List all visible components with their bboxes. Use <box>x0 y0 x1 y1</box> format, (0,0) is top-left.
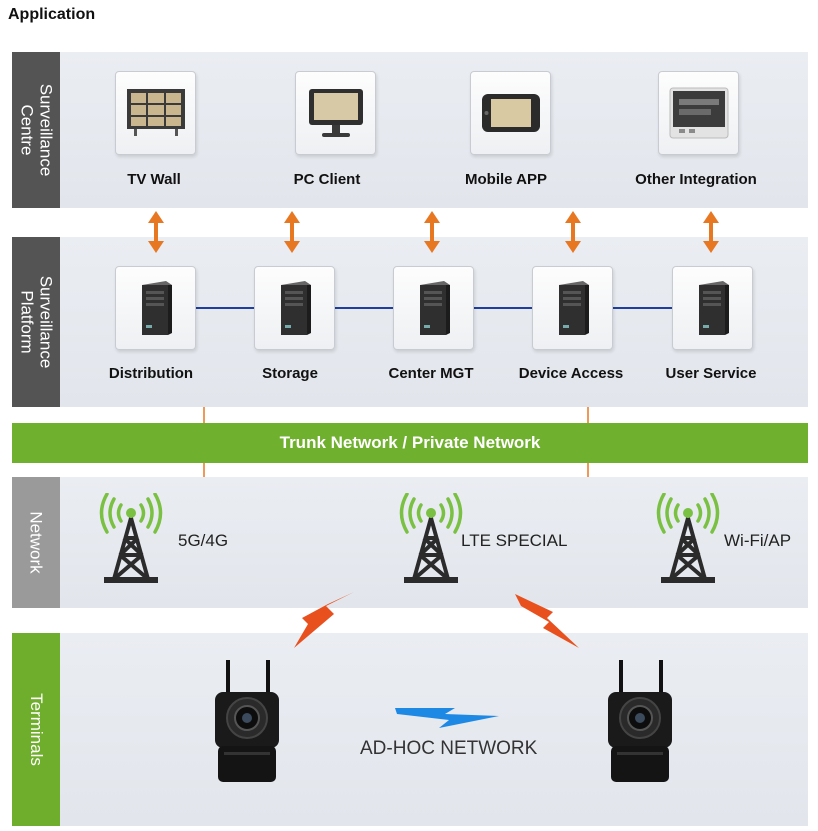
arrow-user-service <box>703 211 719 253</box>
lightning-bolt-icon <box>515 594 579 648</box>
distribution-label: Distribution <box>108 365 194 382</box>
antenna-tower-icon <box>399 493 463 583</box>
other-integration-card <box>658 71 739 155</box>
vertical-arrows <box>148 211 719 253</box>
user-service-label: User Service <box>665 365 757 382</box>
center-mgt-label: Center MGT <box>388 365 474 382</box>
mobile-app-label: Mobile APP <box>465 171 547 188</box>
server-icon <box>280 281 311 335</box>
center-mgt-card <box>393 266 474 350</box>
terminals-label: Terminals <box>12 633 60 826</box>
monitor-icon <box>308 89 363 137</box>
device-access-label: Device Access <box>518 365 624 382</box>
tv-wall-label: TV Wall <box>127 171 181 188</box>
mobile-app-card <box>470 71 551 155</box>
server-icon <box>141 281 172 335</box>
adhoc-network-label: AD-HOC NETWORK <box>360 738 538 759</box>
network-5g4g-label: 5G/4G <box>178 531 229 550</box>
ptz-camera-icon <box>608 660 672 782</box>
arrow-center-mgt <box>424 211 440 253</box>
device-access-card <box>532 266 613 350</box>
distribution-card <box>115 266 196 350</box>
server-icon <box>558 281 589 335</box>
storage-label: Storage <box>262 365 318 382</box>
trunk-network-label: Trunk Network / Private Network <box>279 433 541 452</box>
network-layer <box>12 477 808 608</box>
tv-wall-icon <box>126 89 185 136</box>
network-lte-label: LTE SPECIAL <box>461 531 568 550</box>
network-wifi-label: Wi-Fi/AP <box>724 531 792 550</box>
network-label: Network <box>12 477 60 608</box>
arrow-storage <box>284 211 300 253</box>
pc-client-label: PC Client <box>293 171 361 188</box>
terminals-layer <box>12 633 808 826</box>
surveillance-platform-label: Surveillance Platform <box>12 237 60 407</box>
antenna-tower-icon <box>99 493 163 583</box>
antenna-tower-icon <box>656 493 720 583</box>
storage-card <box>254 266 335 350</box>
lightning-bolt-icon <box>294 592 354 648</box>
adhoc-lightning-icon <box>395 708 499 728</box>
tv-wall-card <box>115 71 196 155</box>
server-icon <box>698 281 729 335</box>
trunk-connectors <box>203 407 589 477</box>
server-icon <box>419 281 450 335</box>
page-title: Application <box>8 6 96 23</box>
user-service-card <box>672 266 753 350</box>
ptz-camera-icon <box>215 660 279 782</box>
tablet-icon <box>481 94 540 132</box>
pc-client-card <box>295 71 376 155</box>
other-integration-label: Other Integration <box>635 171 757 188</box>
integration-panel-icon <box>669 87 728 139</box>
trunk-network-bar: Trunk Network / Private Network <box>12 423 808 463</box>
arrow-device-access <box>565 211 581 253</box>
arrow-distribution <box>148 211 164 253</box>
surveillance-centre-label: Surveillance Centre <box>12 52 60 208</box>
